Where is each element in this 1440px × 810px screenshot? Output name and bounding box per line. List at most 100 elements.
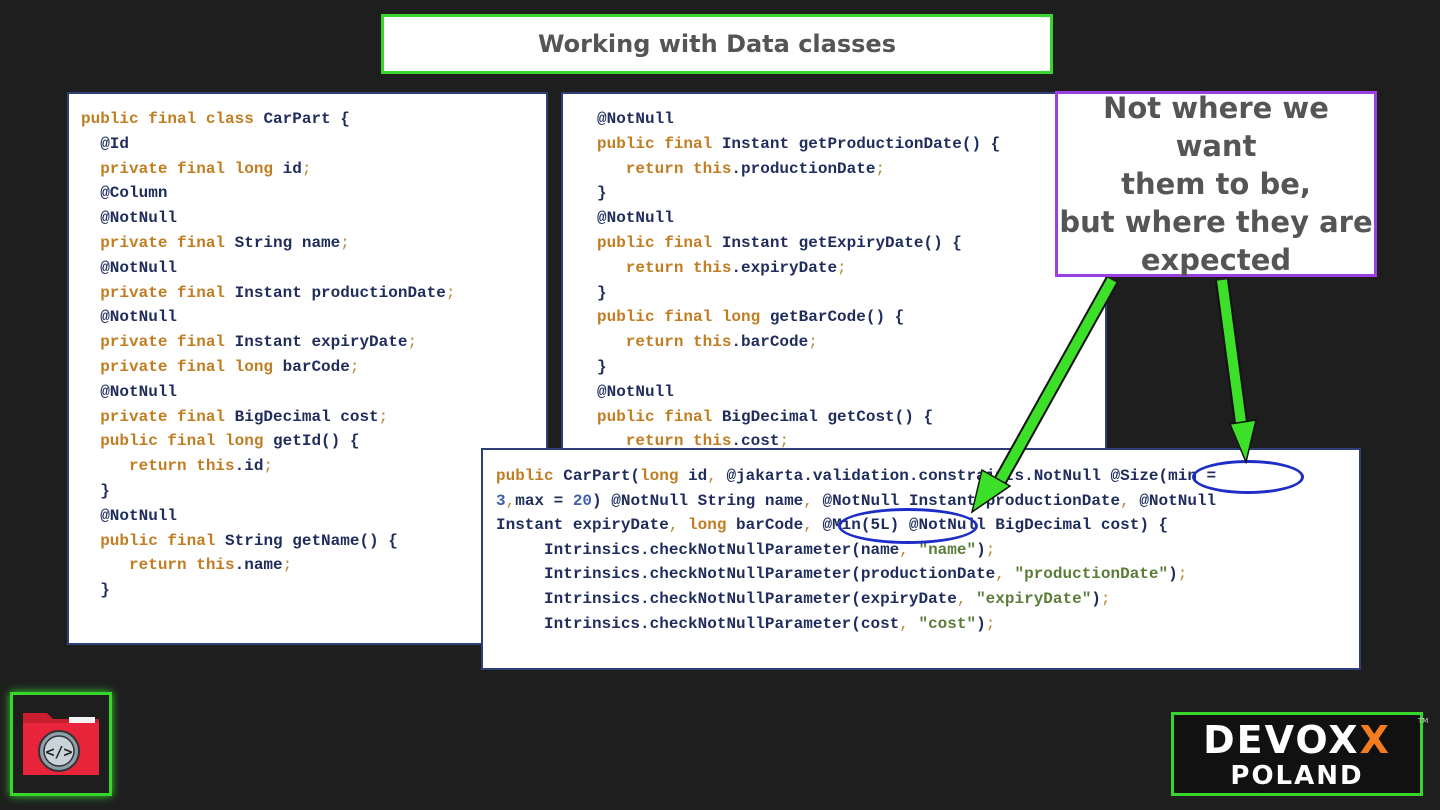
- code-folder-logo: </>: [10, 692, 112, 796]
- code-token: public final: [597, 407, 722, 426]
- code-token: .id: [234, 457, 264, 476]
- code-token: Intrinsics.checkNotNullParameter(product…: [496, 565, 996, 584]
- code-token: Intrinsics.checkNotNullParameter(cost: [496, 614, 900, 633]
- code-token: ;: [837, 258, 847, 277]
- code-token: public: [496, 467, 564, 485]
- note-line-2: them to be,: [1121, 167, 1311, 201]
- code-token: "productionDate": [1014, 565, 1169, 584]
- code-token: ): [976, 614, 986, 633]
- code-token: String getName() {: [225, 531, 398, 550]
- code-token: Instant productionDate: [234, 283, 446, 302]
- code-token: ;: [282, 556, 293, 575]
- code-token: ): [1168, 565, 1178, 584]
- code-token: long: [640, 467, 689, 485]
- code-token: ,: [707, 467, 727, 485]
- code-line: public final Instant getProductionDate()…: [597, 132, 1105, 157]
- code-token: long: [688, 516, 737, 535]
- code-token: public final: [81, 531, 226, 550]
- code-token: "cost": [918, 614, 977, 633]
- code-line: @NotNull: [81, 206, 546, 231]
- code-token: private final: [81, 407, 235, 426]
- code-token: .barCode: [731, 333, 809, 352]
- code-token: @NotNull: [1139, 491, 1217, 510]
- code-token: 20: [572, 491, 593, 510]
- code-line: return this.expiryDate;: [597, 256, 1105, 281]
- code-token: 3: [496, 491, 506, 510]
- code-token: max =: [515, 491, 573, 510]
- code-token: ;: [301, 159, 312, 178]
- code-token: Instant expiryDate: [234, 333, 408, 352]
- code-token: @NotNull: [597, 110, 674, 128]
- code-token: ;: [263, 457, 274, 476]
- code-line: }: [597, 181, 1105, 206]
- code-token: BigDecimal getCost() {: [721, 407, 934, 426]
- code-token: ): [1091, 589, 1101, 608]
- code-token: ;: [445, 283, 456, 302]
- code-line: Intrinsics.checkNotNullParameter(cost, "…: [496, 612, 1359, 637]
- slide-title: Working with Data classes: [538, 30, 896, 58]
- code-line: @Column: [81, 181, 546, 206]
- code-token: public final long: [597, 308, 770, 327]
- code-token: ;: [779, 432, 790, 451]
- code-panel-class-fields: public final class CarPart { @Id private…: [67, 92, 548, 645]
- code-token: private final: [81, 283, 235, 302]
- callout-note: Not where we want them to be, but where …: [1055, 91, 1377, 277]
- code-line: private final Instant productionDate;: [81, 281, 546, 306]
- slide-title-box: Working with Data classes: [381, 14, 1053, 74]
- code-token: ;: [407, 333, 418, 352]
- code-token: return this: [597, 258, 732, 277]
- code-token: barCode: [282, 357, 350, 376]
- code-token: "expiryDate": [976, 589, 1092, 608]
- code-token: private final: [81, 233, 235, 252]
- code-line: 3,max = 20) @NotNull String name, @NotNu…: [496, 489, 1359, 514]
- code-token: ;: [1177, 565, 1188, 584]
- code-line: public final String getName() {: [81, 529, 546, 554]
- code-token: return this: [597, 432, 732, 451]
- code-token: @Id: [81, 134, 130, 153]
- code-line: }: [81, 479, 546, 504]
- code-token: return this: [597, 333, 732, 352]
- code-line: @NotNull: [597, 206, 1105, 231]
- code-line: }: [597, 355, 1105, 380]
- code-token: private final long: [81, 159, 283, 178]
- code-line: @NotNull: [81, 256, 546, 281]
- code-line: }: [81, 578, 546, 603]
- code-line: public final long getBarCode() {: [597, 305, 1105, 330]
- code-line: public final long getId() {: [81, 429, 546, 454]
- code-token: ,: [803, 491, 823, 510]
- code-line: public final class CarPart {: [81, 107, 546, 132]
- code-line: public final BigDecimal getCost() {: [597, 405, 1105, 430]
- code-token: "name": [918, 540, 977, 559]
- code-line: private final long barCode;: [81, 355, 546, 380]
- code-line: Intrinsics.checkNotNullParameter(expiryD…: [496, 587, 1359, 612]
- code-token: ,: [803, 516, 823, 535]
- code-line: @NotNull: [597, 107, 1105, 132]
- code-token: getBarCode() {: [769, 308, 905, 327]
- svg-text:</>: </>: [45, 743, 72, 761]
- code-token: .expiryDate: [731, 258, 838, 277]
- code-token: ;: [875, 159, 886, 178]
- code-token: id: [688, 467, 708, 485]
- min-annotation-highlight: [838, 508, 978, 544]
- code-token: CarPart(: [563, 467, 641, 485]
- code-line: private final Instant expiryDate;: [81, 330, 546, 355]
- code-panel-getters: @NotNull public final Instant getProducti…: [561, 92, 1107, 452]
- code-line: Intrinsics.checkNotNullParameter(product…: [496, 562, 1359, 587]
- code-token: @Column: [81, 184, 168, 203]
- code-token: return this: [81, 556, 235, 575]
- code-token: getId() {: [273, 432, 360, 451]
- code-token: @NotNull: [81, 382, 178, 401]
- code-token: .name: [234, 556, 283, 575]
- code-token: ;: [808, 333, 818, 352]
- code-token: Instant expiryDate: [496, 516, 669, 535]
- code-token: public final class: [81, 110, 264, 128]
- code-token: @NotNull: [597, 209, 674, 228]
- code-token: Intrinsics.checkNotNullParameter(expiryD…: [496, 589, 957, 608]
- size-annotation-highlight: [1192, 460, 1304, 494]
- code-token: @jakarta.validation.constraints.NotNull …: [726, 467, 1217, 485]
- conference-location: POLAND: [1230, 761, 1364, 791]
- code-folder-icon: </>: [23, 713, 99, 775]
- code-token: return this: [81, 457, 235, 476]
- code-token: Instant getProductionDate() {: [721, 134, 1001, 153]
- note-line-4: expected: [1140, 243, 1292, 277]
